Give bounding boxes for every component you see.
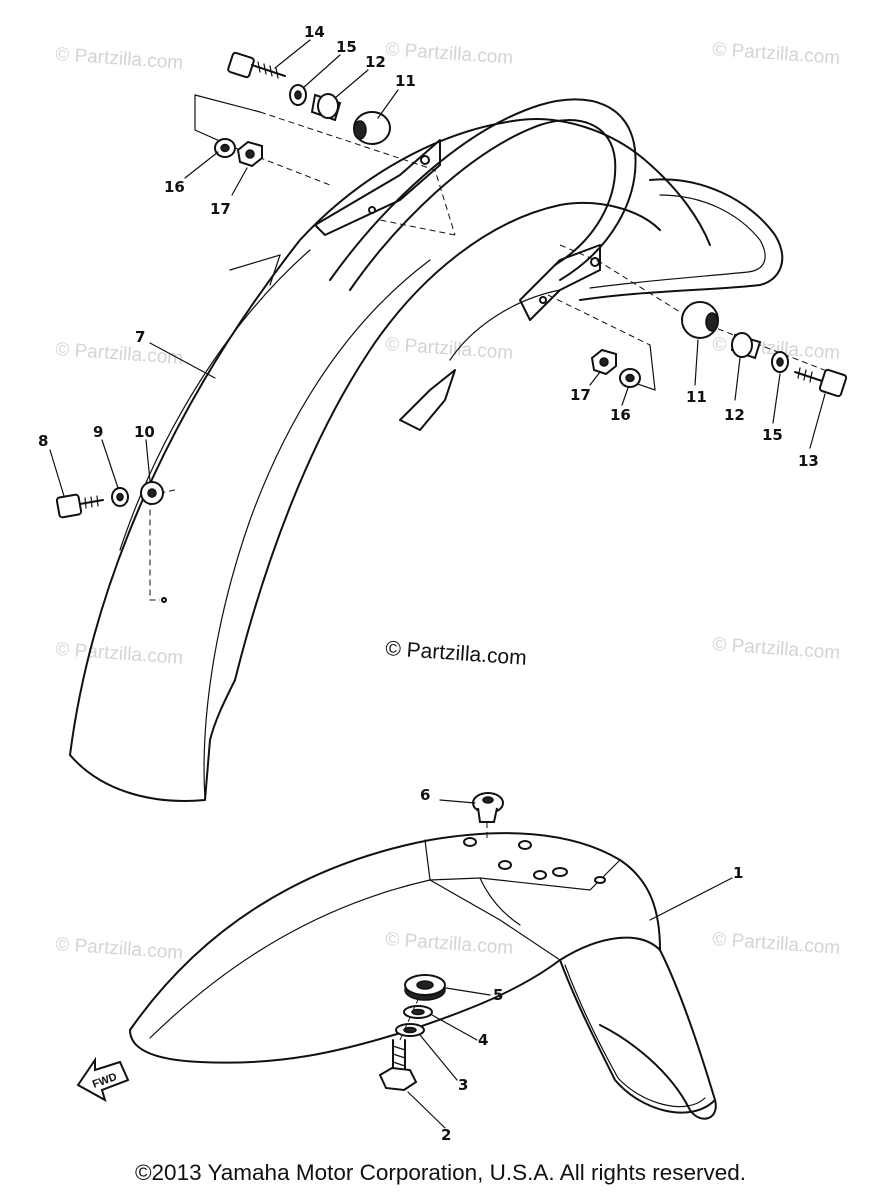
callout-4: 4: [478, 1031, 488, 1049]
callout-14: 14: [304, 23, 325, 41]
bolt-8: [55, 493, 104, 519]
callouts: 14 15 12 11 16 17 7 8 9 10 17 16 11 12 1…: [38, 23, 819, 1144]
washer-4: [403, 1005, 433, 1019]
nut-17: [590, 348, 617, 376]
callout-15: 15: [762, 426, 783, 444]
callout-1: 1: [733, 864, 743, 882]
bolt-line-10: [149, 489, 176, 601]
callout-7: 7: [135, 328, 145, 346]
callout-9: 9: [93, 423, 103, 441]
watermark: © Partzilla.com: [385, 39, 514, 69]
callout-10: 10: [134, 423, 155, 441]
grommet-11: [353, 111, 391, 145]
watermark: © Partzilla.com: [385, 334, 514, 364]
callout-5: 5: [493, 986, 503, 1004]
bolt-hole: [161, 597, 167, 603]
collar-12: [310, 93, 342, 122]
washer-16: [214, 138, 236, 158]
fwd-arrow-icon: FWD: [76, 1056, 130, 1103]
callout-12: 12: [724, 406, 745, 424]
collar-12: [730, 332, 762, 360]
callout-16: 16: [164, 178, 185, 196]
washer-10: [140, 481, 164, 505]
mount-box-left: [194, 94, 456, 236]
callout-11: 11: [395, 72, 416, 90]
bolt-14: [227, 51, 286, 79]
bolt-line-2: [399, 994, 421, 1041]
callout-3: 3: [458, 1076, 468, 1094]
callout-17: 17: [210, 200, 231, 218]
callout-11: 11: [686, 388, 707, 406]
rear-fender: [69, 98, 784, 802]
watermark: © Partzilla.com: [712, 39, 841, 69]
callout-15: 15: [336, 38, 357, 56]
callout-17: 17: [570, 386, 591, 404]
callout-6: 6: [420, 786, 430, 804]
callout-16: 16: [610, 406, 631, 424]
washer-16: [619, 368, 641, 388]
watermark: © Partzilla.com: [55, 44, 184, 74]
watermark: © Partzilla.com: [712, 929, 841, 959]
watermark: © Partzilla.com: [55, 339, 184, 369]
center-watermark: © Partzilla.com: [385, 637, 528, 670]
watermark: © Partzilla.com: [385, 929, 514, 959]
washer-9: [111, 487, 129, 507]
callout-2: 2: [441, 1126, 451, 1144]
washer-3: [395, 1023, 425, 1037]
grommet-6: [472, 792, 504, 823]
callout-12: 12: [365, 53, 386, 71]
bolt-13: [794, 367, 848, 398]
front-fender: [129, 832, 717, 1120]
washer-15: [771, 351, 789, 373]
copyright-notice: ©2013 Yamaha Motor Corporation, U.S.A. A…: [134, 1160, 747, 1185]
watermark: © Partzilla.com: [712, 634, 841, 664]
callout-13: 13: [798, 452, 819, 470]
bolt-2: [378, 1039, 418, 1092]
watermark: © Partzilla.com: [55, 639, 184, 669]
damper-5: [404, 974, 446, 1001]
leader-lines: [49, 39, 826, 1129]
grommet-11: [681, 301, 719, 339]
callout-8: 8: [38, 432, 48, 450]
nut-17: [236, 140, 263, 168]
washer-15-hole: [294, 90, 302, 100]
watermark: © Partzilla.com: [55, 934, 184, 964]
